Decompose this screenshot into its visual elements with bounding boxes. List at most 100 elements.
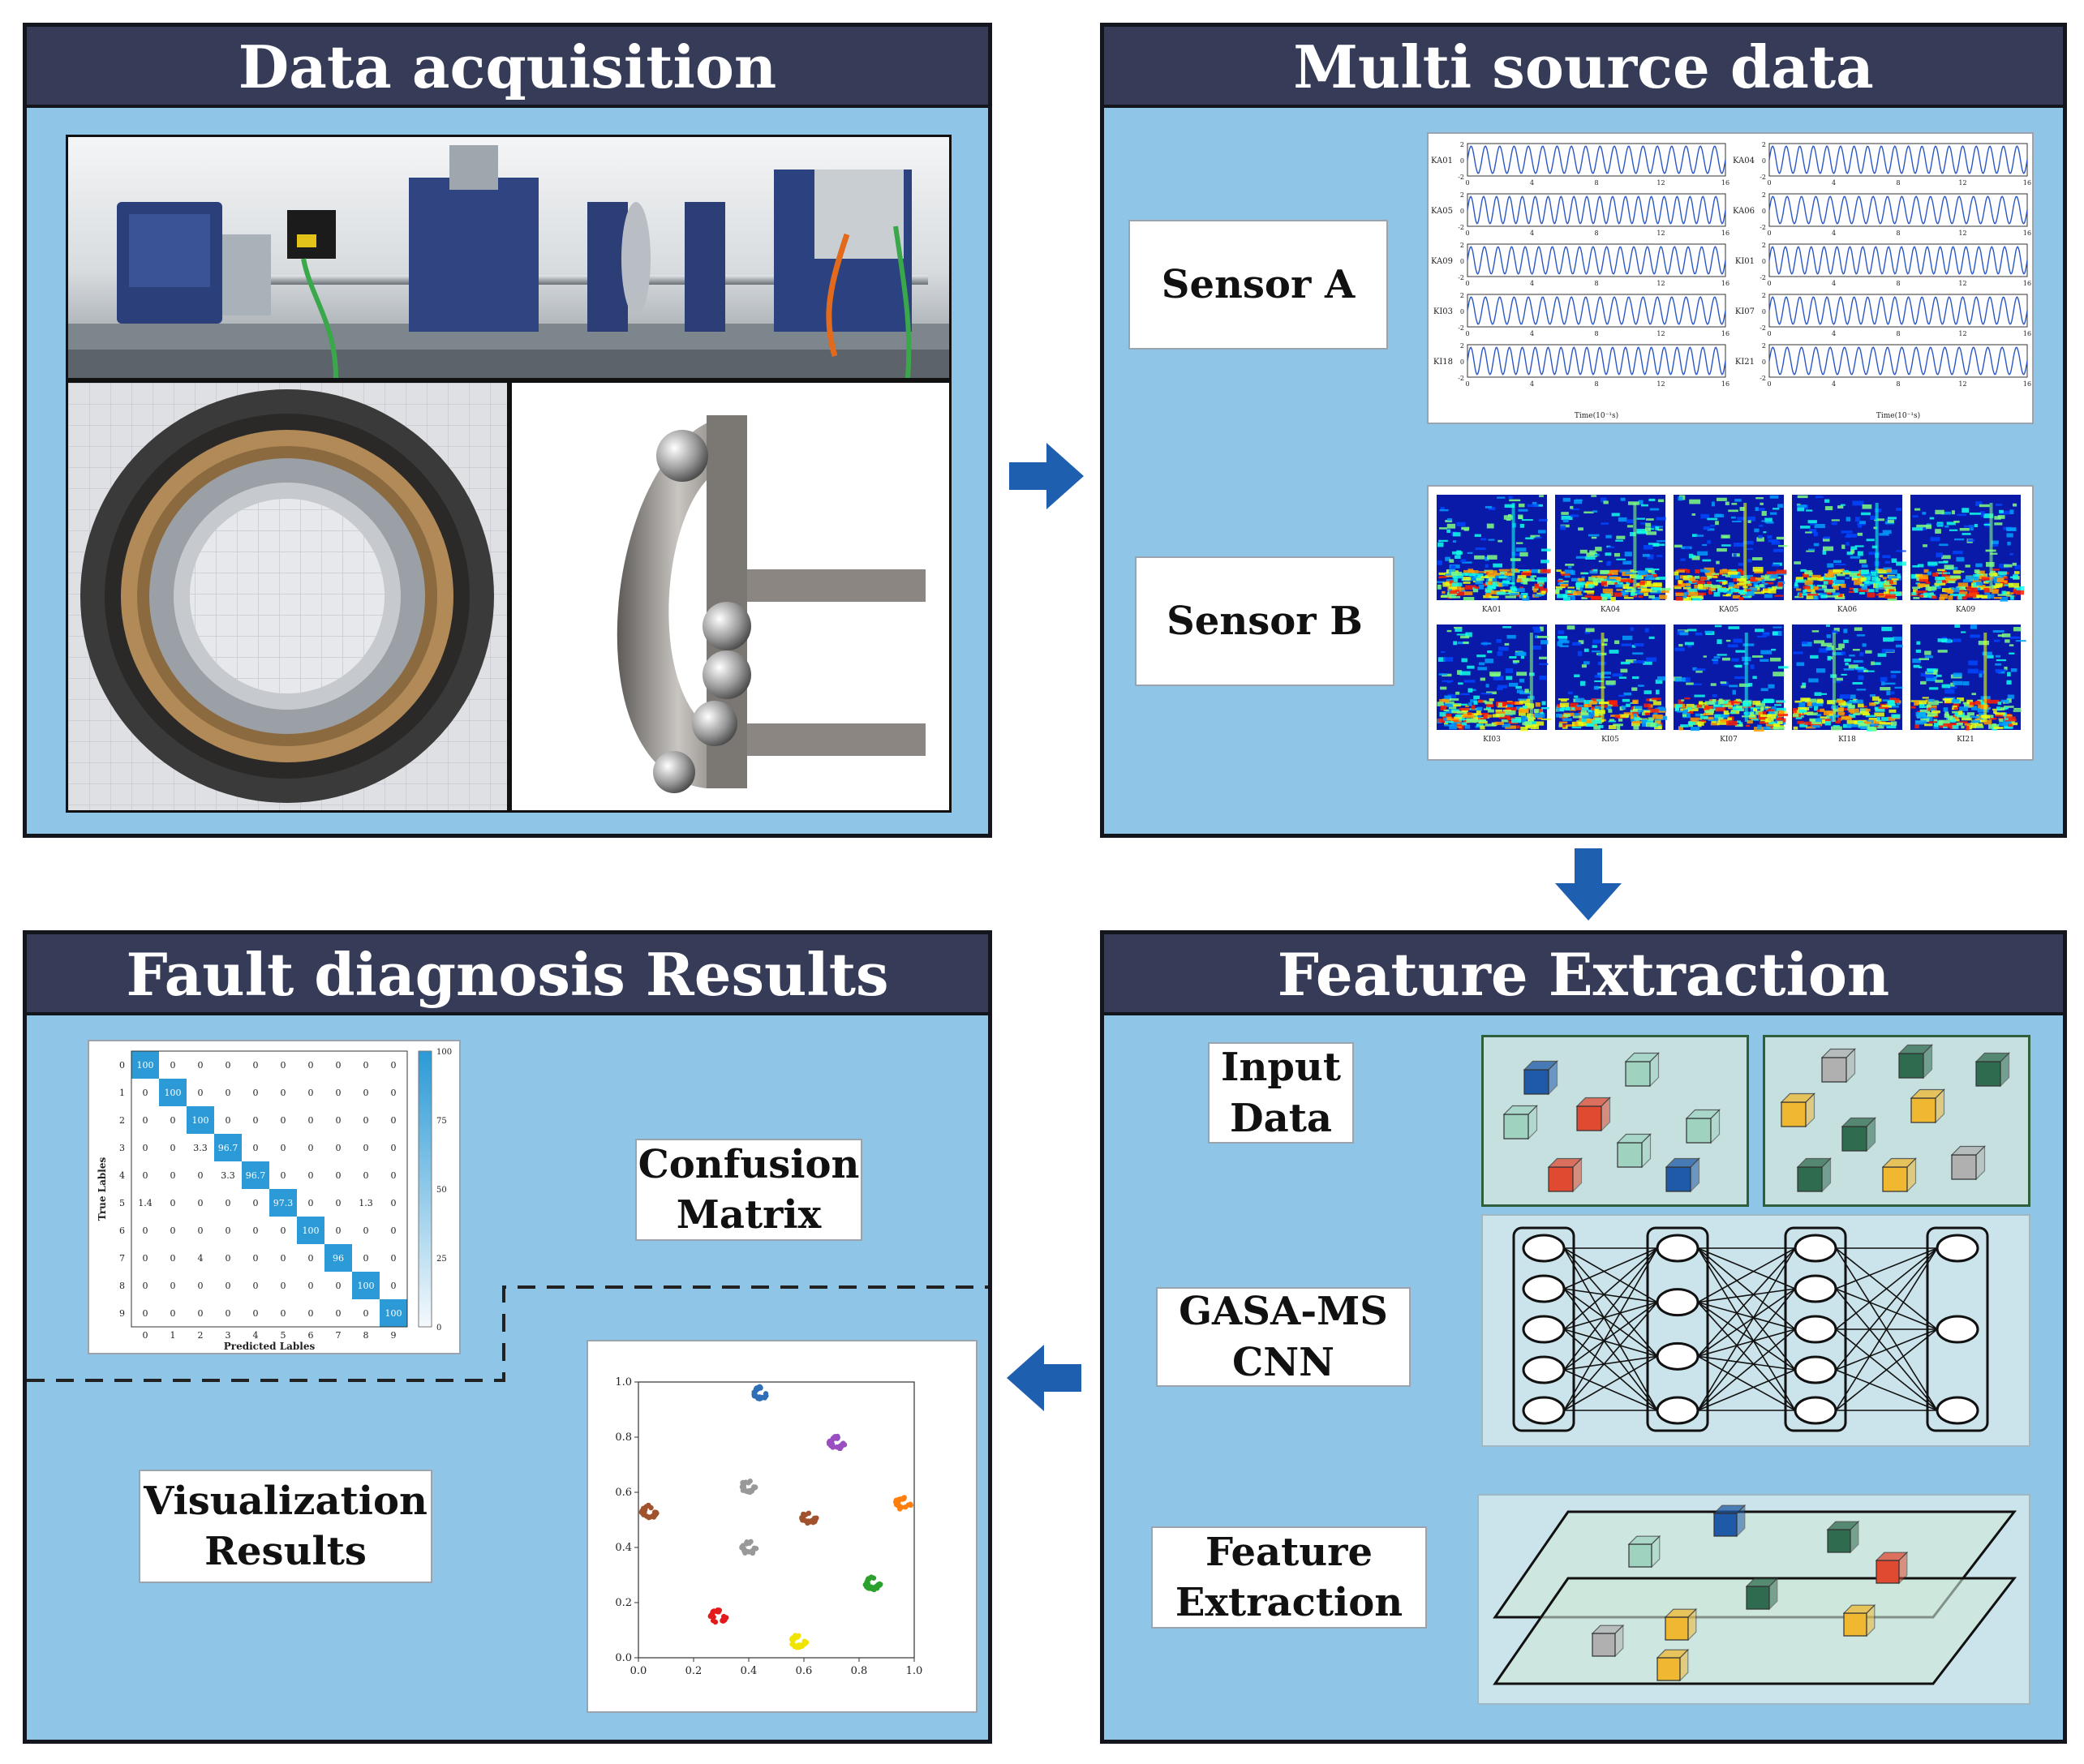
cm-cell bbox=[380, 1051, 407, 1079]
spectrogram-cell bbox=[1796, 662, 1805, 667]
cm-value: 100 bbox=[137, 1060, 154, 1071]
cnn-edge bbox=[1563, 1247, 1658, 1371]
signal-y-tick: 2 bbox=[1762, 141, 1766, 148]
cm-cell bbox=[131, 1106, 159, 1134]
spectrogram-cell bbox=[1601, 596, 1608, 601]
cm-value: 0 bbox=[336, 1225, 342, 1236]
spectrogram-cell bbox=[1864, 576, 1871, 581]
spectrogram-cell bbox=[1866, 589, 1875, 593]
cube-side bbox=[1679, 1648, 1689, 1682]
spectrogram-cell bbox=[1837, 573, 1846, 577]
spectrogram-cell bbox=[1629, 531, 1636, 537]
spectrogram-cell bbox=[1505, 595, 1516, 599]
spectrogram-cell bbox=[1996, 584, 2003, 588]
spectrogram-cell bbox=[1485, 714, 1493, 718]
cube-front bbox=[1910, 1097, 1936, 1123]
cm-cell bbox=[297, 1079, 324, 1106]
spectrogram-cell bbox=[1732, 706, 1742, 711]
cube-front bbox=[1576, 1105, 1602, 1131]
spectrogram-cell bbox=[1849, 587, 1854, 590]
cnn-node bbox=[1522, 1396, 1566, 1425]
spectrogram-cell bbox=[1485, 701, 1493, 705]
spectrogram-cell bbox=[1862, 643, 1867, 647]
feature-planes bbox=[1493, 1504, 2017, 1685]
spectrogram-cell bbox=[1465, 585, 1476, 590]
spectrogram-cell bbox=[1863, 582, 1871, 586]
cm-y-tick: 4 bbox=[119, 1170, 125, 1181]
cm-cell bbox=[187, 1161, 214, 1189]
spectrogram-cell bbox=[1747, 579, 1758, 582]
spectrogram-cell bbox=[1794, 561, 1802, 564]
spectrogram-cell bbox=[1463, 713, 1475, 719]
spectrogram-cell bbox=[1713, 656, 1721, 659]
spectrogram-cell bbox=[1737, 517, 1746, 521]
spectrogram-cell bbox=[1655, 526, 1660, 530]
spectrogram-cell bbox=[1608, 725, 1617, 730]
spectrogram-cell bbox=[1865, 721, 1871, 724]
spectrogram-cell bbox=[1730, 711, 1736, 714]
spectrogram-cell bbox=[1734, 665, 1742, 667]
spectrogram-cell bbox=[1989, 718, 1997, 720]
spectrogram-cell bbox=[1567, 590, 1572, 593]
spectrogram-cell bbox=[1893, 698, 1900, 703]
spectrogram-cell bbox=[1657, 528, 1663, 531]
spectrogram-cell bbox=[1737, 569, 1743, 573]
spectrogram-cell bbox=[1451, 722, 1461, 726]
spectrogram-cell bbox=[1521, 519, 1533, 521]
spectrogram-cell bbox=[1812, 595, 1819, 600]
cube-icon bbox=[1780, 1092, 1815, 1128]
spectrogram-cell bbox=[1675, 593, 1687, 597]
spectrogram-cell bbox=[1619, 706, 1623, 710]
spectrogram-cell bbox=[1504, 504, 1515, 509]
spectrogram-cell bbox=[1578, 580, 1582, 583]
spectrogram-cell bbox=[1525, 725, 1531, 729]
cm-frame bbox=[131, 1050, 408, 1328]
spectrogram-cell bbox=[1979, 670, 1985, 674]
spectrogram-cell bbox=[1446, 680, 1451, 684]
spectrogram-cell bbox=[1540, 706, 1549, 710]
spectrogram-cell bbox=[1453, 704, 1461, 707]
spectrogram-streak bbox=[1875, 503, 1879, 592]
spectrogram-cell bbox=[1760, 575, 1771, 579]
spectrogram-panel bbox=[1555, 495, 1670, 602]
spectrogram-cell bbox=[1999, 722, 2009, 726]
cnn-edge bbox=[1835, 1247, 1938, 1290]
spectrogram-cell bbox=[1936, 674, 1942, 677]
signal-trace bbox=[1467, 346, 1726, 376]
spectrogram-cell bbox=[1534, 713, 1545, 718]
spectrogram-cell bbox=[1490, 596, 1497, 600]
spectrogram-cell bbox=[1758, 711, 1763, 715]
signal-label: KI03 bbox=[1433, 307, 1453, 316]
spectrogram-cell bbox=[1813, 640, 1825, 644]
spectrogram-cell bbox=[1979, 511, 1985, 515]
spectrogram-cell bbox=[1631, 676, 1639, 680]
spectrogram-cell bbox=[1805, 531, 1812, 534]
confusion-matrix-label: Confusion Matrix bbox=[635, 1139, 862, 1241]
spectrogram-cell bbox=[1868, 552, 1880, 556]
spectrogram-cell bbox=[1619, 569, 1631, 573]
spectrogram-cell bbox=[1874, 662, 1881, 665]
spectrogram-cell bbox=[1592, 569, 1598, 572]
cnn-edge bbox=[1697, 1247, 1796, 1371]
cm-value: 0 bbox=[336, 1198, 342, 1208]
spectrogram-cell bbox=[1462, 710, 1467, 713]
signal-x-tick: 12 bbox=[1656, 380, 1665, 388]
spectrogram-cell bbox=[1858, 588, 1863, 592]
spectrogram-cell bbox=[1975, 715, 1979, 719]
spectrogram-cell bbox=[1610, 597, 1616, 602]
spectrogram-cell bbox=[1619, 714, 1630, 718]
signal-x-tick: 0 bbox=[1465, 179, 1469, 187]
spectrogram-cell bbox=[1530, 575, 1534, 578]
spectrogram-cell bbox=[1931, 595, 1937, 599]
spectrogram-cell bbox=[1802, 641, 1808, 644]
spectrogram-cell bbox=[1970, 624, 1977, 629]
spectrogram-cell bbox=[1687, 588, 1698, 592]
spectrogram-cell bbox=[1844, 658, 1851, 662]
spectrogram-cell bbox=[1591, 495, 1597, 497]
spectrogram-cell bbox=[1562, 594, 1568, 598]
spectrogram-cell bbox=[1966, 699, 1974, 705]
spectrogram-cell bbox=[1747, 547, 1753, 551]
spectrogram-cell bbox=[1570, 505, 1574, 509]
scatter-point bbox=[799, 1514, 805, 1521]
cm-cell bbox=[269, 1106, 297, 1134]
